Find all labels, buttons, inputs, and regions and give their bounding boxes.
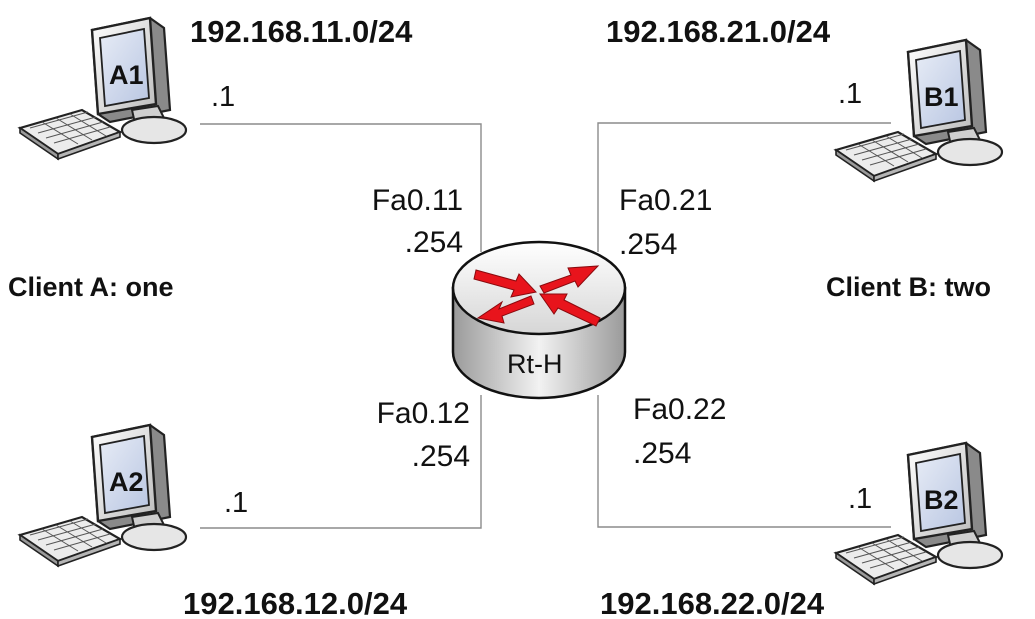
network-label-a1: 192.168.11.0/24 xyxy=(190,14,413,49)
link-a1 xyxy=(200,123,482,252)
interface-name-fa012: Fa0.12 xyxy=(377,397,470,430)
pc-b2[interactable]: B2 xyxy=(834,441,1004,586)
interface-address-fa012: .254 xyxy=(412,440,470,473)
computer-icon xyxy=(18,423,188,568)
interface-address-fa021: .254 xyxy=(619,228,677,261)
router-rt-h[interactable]: Rt-H xyxy=(451,240,627,400)
network-label-a2: 192.168.12.0/24 xyxy=(183,586,408,619)
pc-label-b2: B2 xyxy=(924,485,959,515)
computer-icon xyxy=(18,16,188,161)
pc-label-a1: A1 xyxy=(109,60,144,90)
host-address-a1: .1 xyxy=(211,81,235,113)
interface-name-fa021: Fa0.21 xyxy=(619,184,712,217)
computer-icon xyxy=(834,38,1004,183)
link-b1 xyxy=(597,122,891,252)
interface-name-fa022: Fa0.22 xyxy=(633,393,726,426)
interface-address-fa011: .254 xyxy=(405,226,463,259)
client-a-label: Client A: one xyxy=(8,272,174,302)
pc-a2[interactable]: A2 xyxy=(18,423,188,568)
host-address-a2: .1 xyxy=(224,487,248,519)
network-label-b2: 192.168.22.0/24 xyxy=(600,586,825,619)
link-b2 xyxy=(597,395,891,528)
router-icon xyxy=(451,240,627,400)
host-address-b1: .1 xyxy=(838,78,862,110)
pc-label-b1: B1 xyxy=(924,82,959,112)
pc-b1[interactable]: B1 xyxy=(834,38,1004,183)
interface-address-fa022: .254 xyxy=(633,437,691,470)
host-address-b2: .1 xyxy=(848,483,872,515)
interface-name-fa011: Fa0.11 xyxy=(372,184,463,217)
router-label: Rt-H xyxy=(507,349,563,379)
client-b-label: Client B: two xyxy=(826,272,991,302)
pc-label-a2: A2 xyxy=(109,467,144,497)
links xyxy=(200,122,891,529)
pc-a1[interactable]: A1 xyxy=(18,16,188,161)
link-a2 xyxy=(200,395,482,529)
network-label-b1: 192.168.21.0/24 xyxy=(606,14,831,49)
